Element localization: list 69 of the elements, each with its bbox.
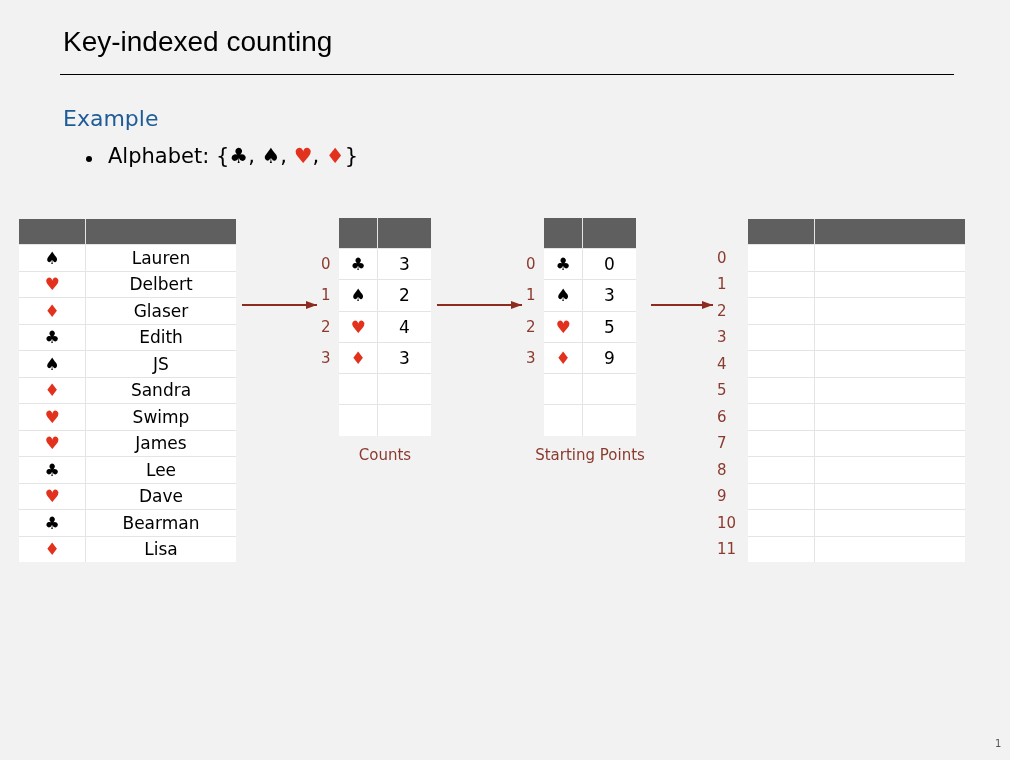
arrow	[650, 301, 714, 309]
row-index: 1	[526, 287, 536, 303]
row-index: 11	[717, 541, 737, 557]
table-cell: ♥	[19, 483, 85, 509]
table-cell: 9	[583, 342, 636, 374]
row-index: 3	[526, 350, 536, 366]
table-cell: Swimp	[86, 404, 236, 430]
section-heading: Example	[63, 106, 159, 133]
table-cell: 0	[583, 249, 636, 280]
table-caption: Starting Points	[535, 445, 645, 464]
table-cell: ♥	[544, 311, 582, 342]
row-index: 2	[526, 319, 536, 335]
row-index: 0	[717, 250, 727, 266]
row-index: 5	[717, 382, 727, 398]
table-cell: ♦	[19, 377, 85, 403]
row-index: 8	[717, 462, 727, 478]
table-cell: JS	[86, 351, 236, 377]
row-index: 3	[717, 329, 727, 345]
table-cell: 5	[583, 311, 636, 342]
row-index: 4	[717, 356, 727, 372]
row-index: 3	[321, 350, 331, 366]
row-index: 0	[321, 256, 331, 272]
table-cell: Lauren	[86, 245, 236, 271]
table-cell: ♣	[19, 324, 85, 350]
table-cell: ♠	[19, 351, 85, 377]
table-cell: Glaser	[86, 298, 236, 324]
row-index: 9	[717, 488, 727, 504]
table-cell: Lisa	[86, 536, 236, 562]
row-index: 0	[526, 256, 536, 272]
row-index: 2	[321, 319, 331, 335]
row-index: 10	[717, 515, 737, 531]
row-index: 2	[717, 303, 727, 319]
bullet-text: Alphabet: {♣, ♠, ♥, ♦}	[108, 144, 359, 170]
table-cell: ♠	[339, 280, 377, 311]
row-index: 1	[717, 276, 727, 292]
table-cell: ♦	[339, 342, 377, 374]
table-cell: 3	[378, 342, 431, 374]
table-cell: ♦	[19, 536, 85, 562]
table-cell: Delbert	[86, 271, 236, 297]
table-cell: ♦	[19, 298, 85, 324]
table-cell: James	[86, 430, 236, 456]
table-cell: ♣	[544, 249, 582, 280]
table-cell: ♥	[19, 430, 85, 456]
slide-title: Key-indexed counting	[63, 25, 333, 59]
table-cell: Bearman	[86, 510, 236, 536]
table-cell: ♠	[19, 245, 85, 271]
table-cell: ♥	[339, 311, 377, 342]
table-cell: ♣	[19, 510, 85, 536]
row-index: 6	[717, 409, 727, 425]
table-cell: ♥	[19, 271, 85, 297]
table-cell: ♣	[339, 249, 377, 280]
arrow	[436, 301, 523, 309]
table-cell: ♠	[544, 280, 582, 311]
table-caption: Counts	[358, 445, 412, 464]
arrow	[241, 301, 318, 309]
table-cell: ♥	[19, 404, 85, 430]
table-cell: 3	[378, 249, 431, 280]
page-number: 1	[995, 738, 1002, 750]
table-cell: Edith	[86, 324, 236, 350]
table-cell: ♣	[19, 457, 85, 483]
table-cell: 3	[583, 280, 636, 311]
table-cell: 2	[378, 280, 431, 311]
table-cell: Lee	[86, 457, 236, 483]
table-cell: Dave	[86, 483, 236, 509]
row-index: 7	[717, 435, 727, 451]
row-index: 1	[321, 287, 331, 303]
table-cell: 4	[378, 311, 431, 342]
table-cell: ♦	[544, 342, 582, 374]
table-cell: Sandra	[86, 377, 236, 403]
